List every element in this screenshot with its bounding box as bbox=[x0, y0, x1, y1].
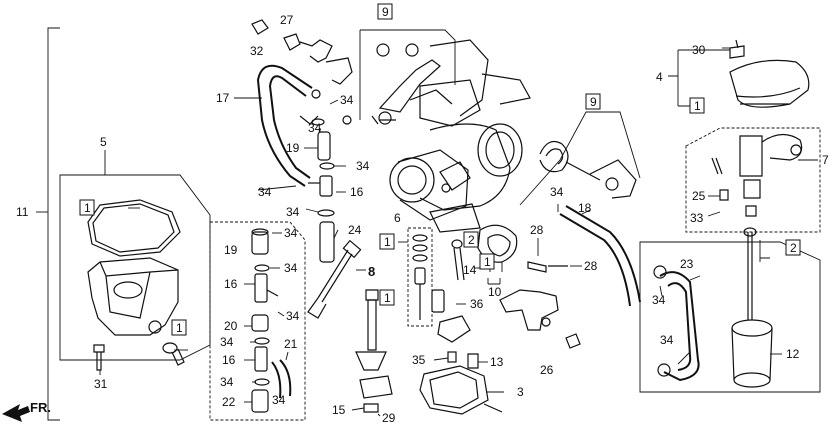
callout-34: 34 bbox=[340, 93, 354, 107]
callout-18: 18 bbox=[578, 201, 592, 215]
callout-6: 6 bbox=[394, 211, 401, 225]
callout-1: 1 bbox=[384, 291, 391, 305]
callout-7: 7 bbox=[822, 153, 829, 167]
centre-column-parts bbox=[307, 118, 362, 319]
float-chamber-body bbox=[87, 257, 179, 336]
carburetor-body bbox=[299, 39, 531, 233]
callout-16: 16 bbox=[350, 185, 364, 199]
callout-1: 1 bbox=[694, 99, 701, 113]
callout-13: 13 bbox=[490, 355, 504, 369]
callout-1: 1 bbox=[176, 321, 183, 335]
throttle-cam-group bbox=[519, 111, 641, 206]
callout-8: 8 bbox=[368, 264, 375, 279]
callout-4: 4 bbox=[656, 70, 663, 84]
callout-19: 19 bbox=[286, 141, 300, 155]
callout-34: 34 bbox=[308, 121, 322, 135]
jet-needle-group bbox=[407, 224, 568, 343]
hose-18 bbox=[559, 205, 641, 307]
leader-lines bbox=[99, 47, 818, 417]
callout-9: 9 bbox=[590, 95, 597, 109]
callout-34: 34 bbox=[258, 185, 272, 199]
callout-26: 26 bbox=[540, 363, 554, 377]
lever-10 bbox=[487, 278, 559, 331]
callout-9: 9 bbox=[382, 5, 389, 19]
callout-34: 34 bbox=[284, 261, 298, 275]
callout-20: 20 bbox=[224, 319, 238, 333]
callout-12: 12 bbox=[786, 347, 800, 361]
callout-34: 34 bbox=[284, 226, 298, 240]
callout-2: 2 bbox=[790, 241, 797, 255]
callout-16: 16 bbox=[224, 277, 238, 291]
callout-34: 34 bbox=[286, 309, 300, 323]
callout-5: 5 bbox=[100, 135, 107, 149]
group-bracket-11 bbox=[36, 27, 60, 421]
callout-29: 29 bbox=[382, 411, 396, 425]
top-parts bbox=[251, 19, 456, 125]
callout-15: 15 bbox=[332, 403, 346, 417]
direction-label: FR. bbox=[30, 400, 51, 415]
callout-36: 36 bbox=[470, 297, 484, 311]
callout-1: 1 bbox=[384, 235, 391, 249]
callout-1: 1 bbox=[84, 201, 91, 215]
group-12 bbox=[639, 227, 821, 393]
callout-34: 34 bbox=[220, 375, 234, 389]
callout-25: 25 bbox=[692, 189, 706, 203]
callout-16: 16 bbox=[222, 353, 236, 367]
callout-28: 28 bbox=[584, 259, 598, 273]
callout-24: 24 bbox=[348, 223, 362, 237]
callout-23: 23 bbox=[680, 257, 694, 271]
callout-14: 14 bbox=[463, 263, 477, 277]
callout-30: 30 bbox=[692, 43, 706, 57]
callout-34: 34 bbox=[550, 185, 564, 199]
gasket-part bbox=[87, 199, 181, 257]
callout-34: 34 bbox=[660, 333, 674, 347]
callout-35: 35 bbox=[412, 353, 426, 367]
callout-11: 11 bbox=[16, 205, 29, 219]
callout-31: 31 bbox=[94, 377, 108, 391]
callout-22: 22 bbox=[222, 395, 236, 409]
callout-2: 2 bbox=[468, 233, 475, 247]
callout-labels: 1 1 1 1 1 1 2 2 3 4 5 6 7 8 9 9 10 11 12… bbox=[16, 5, 829, 425]
top-cover-group bbox=[668, 39, 810, 108]
callout-34: 34 bbox=[220, 335, 234, 349]
callout-27: 27 bbox=[280, 13, 294, 27]
lever-group-7 bbox=[685, 127, 821, 233]
callout-34: 34 bbox=[272, 393, 286, 407]
callout-3: 3 bbox=[517, 385, 524, 399]
callout-28: 28 bbox=[530, 223, 544, 237]
callout-34: 34 bbox=[286, 205, 300, 219]
callout-21: 21 bbox=[284, 337, 298, 351]
front-direction-marker bbox=[2, 404, 30, 422]
float-valve-group bbox=[355, 289, 581, 415]
vent-hose-17 bbox=[234, 64, 313, 187]
callout-boxes bbox=[79, 3, 801, 336]
callout-34: 34 bbox=[652, 293, 666, 307]
jet-column-group bbox=[209, 221, 306, 421]
screw-31 bbox=[93, 344, 105, 371]
callout-10: 10 bbox=[488, 285, 502, 299]
callout-34: 34 bbox=[356, 159, 370, 173]
callout-33: 33 bbox=[690, 211, 704, 225]
callout-17: 17 bbox=[216, 91, 230, 105]
float-chamber-group bbox=[59, 150, 211, 371]
callout-1: 1 bbox=[484, 255, 491, 269]
callout-32: 32 bbox=[250, 44, 264, 58]
callout-19: 19 bbox=[224, 243, 238, 257]
